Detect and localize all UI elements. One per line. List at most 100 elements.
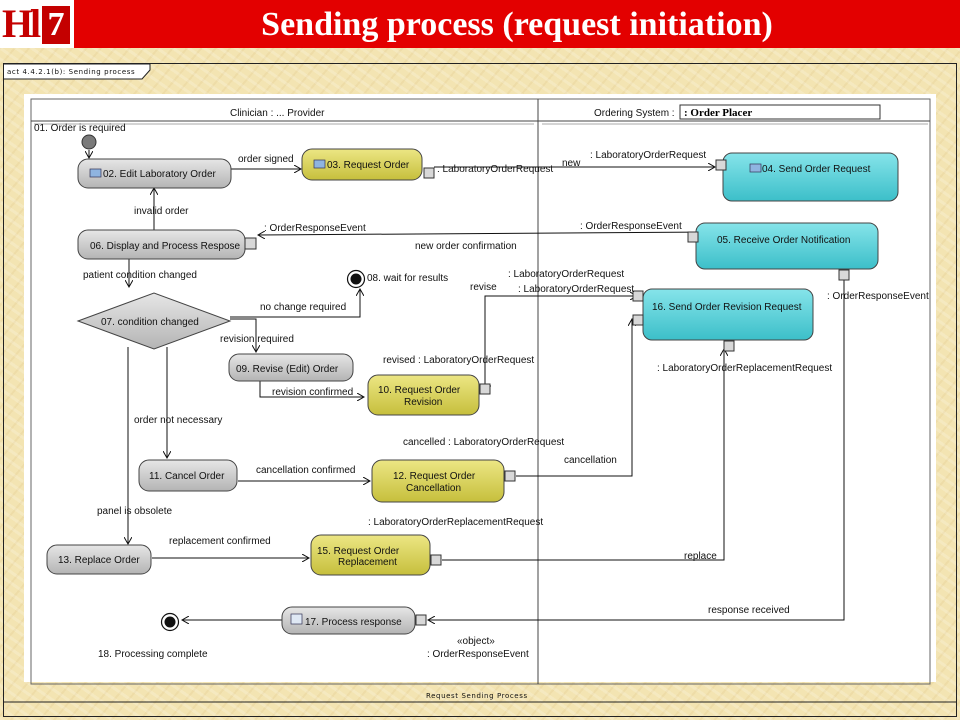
diagram-frame: act 4.4.2.1(b): Sending process Clinicia… [3, 63, 957, 717]
node-07-label: 07. condition changed [101, 317, 199, 328]
output-pin [423, 167, 435, 179]
output-pin [504, 470, 516, 482]
node-11-label: 11. Cancel Order [149, 471, 225, 482]
input-pin [244, 237, 257, 250]
svg-text:Replacement: Replacement [338, 557, 397, 568]
label-patient-condition-changed: patient condition changed [83, 270, 197, 281]
node-02-label: 02. Edit Laboratory Order [103, 169, 217, 180]
initial-node [81, 134, 97, 150]
edge-05-06 [258, 232, 716, 235]
edge-09-10 [259, 381, 364, 397]
input-pin [415, 614, 427, 626]
input-pin [723, 340, 735, 352]
accept-event-icon [290, 613, 303, 625]
node-15-label: 15. Request Order [317, 546, 400, 557]
frame-tab [4, 64, 151, 80]
lane-title-clinician: Clinician : ... Provider [230, 108, 325, 119]
input-pin [632, 314, 644, 326]
node-18-label: 18. Processing complete [98, 649, 208, 660]
label-new-order-confirmation: new order confirmation [415, 241, 517, 252]
node-13-replace-order[interactable] [46, 544, 152, 575]
node-16-send-order-revision-request[interactable] [642, 288, 814, 341]
label-cancelled: cancelled : LaboratoryOrderRequest [403, 437, 564, 448]
label-replacement-confirmed: replacement confirmed [169, 536, 271, 547]
label-new: new [562, 158, 581, 169]
node-16-label: 16. Send Order Revision Request [652, 302, 802, 313]
node-04-label: 04. Send Order Request [762, 164, 871, 175]
swimlane-border [30, 98, 931, 685]
node-05-label: 05. Receive Order Notification [717, 235, 850, 246]
node-13-label: 13. Replace Order [58, 555, 140, 566]
node-10-label: 10. Request Order [378, 385, 461, 396]
pin-label-lor-03: : LaboratoryOrderRequest [437, 164, 553, 175]
label-invalid-order: invalid order [134, 206, 189, 217]
label-revise: revise [470, 282, 497, 293]
node-01-label: 01. Order is required [34, 123, 126, 134]
label-ore-16: : OrderResponseEvent [827, 291, 929, 302]
label-response-received: response received [708, 605, 790, 616]
edge-07-09 [230, 318, 256, 352]
edge-15-16 [442, 349, 724, 561]
svg-text:Revision: Revision [404, 397, 442, 408]
node-17-process-response[interactable] [281, 606, 416, 635]
label-no-change-required: no change required [260, 302, 346, 313]
label-lor-16a: : LaboratoryOrderRequest [508, 269, 624, 280]
label-object-stereotype: «object» [457, 636, 495, 647]
activity-diagram: act 4.4.2.1(b): Sending process Clinicia… [4, 64, 956, 703]
label-revision-confirmed: revision confirmed [272, 387, 353, 398]
output-pin [687, 231, 699, 243]
output-pin [430, 554, 442, 566]
node-03-label: 03. Request Order [327, 160, 410, 171]
label-lor-16b: : LaboratoryOrderRequest [518, 284, 634, 295]
input-pin [715, 159, 727, 171]
output-pin [838, 269, 850, 281]
call-behavior-icon [313, 159, 326, 169]
node-07-decision[interactable] [76, 292, 232, 350]
node-12-label: 12. Request Order [393, 471, 476, 482]
node-08-label: 08. wait for results [367, 273, 448, 284]
edge-07-08 [230, 289, 360, 318]
label-order-not-necessary: order not necessary [134, 415, 222, 426]
output-pin [479, 383, 491, 395]
call-behavior-icon [89, 168, 102, 178]
order-placer-box [679, 104, 881, 120]
label-panel-obsolete: panel is obsolete [97, 506, 172, 517]
node-12-request-order-cancellation[interactable] [371, 459, 505, 503]
node-15-request-order-replacement[interactable] [310, 534, 431, 576]
page-title: Sending process (request initiation) [261, 6, 773, 43]
node-02-edit-laboratory-order[interactable] [77, 158, 232, 189]
node-05-receive-order-notification[interactable] [695, 222, 879, 270]
edges [89, 150, 845, 620]
node-10-request-order-revision[interactable] [367, 374, 480, 416]
lane-title-ordering: Ordering System : [594, 108, 675, 119]
label-lorr-16: : LaboratoryOrderReplacementRequest [657, 363, 832, 374]
node-03-request-order[interactable] [301, 148, 423, 181]
node-09-revise-order[interactable] [228, 353, 354, 382]
node-11-cancel-order[interactable] [138, 459, 238, 492]
label-replace: replace [684, 551, 717, 562]
edge-12-16 [516, 319, 632, 477]
label-order-signed: order signed [238, 154, 294, 165]
label-revision-required: revision required [220, 334, 294, 345]
label-cancellation: cancellation [564, 455, 617, 466]
label-lor-04: : LaboratoryOrderRequest [590, 150, 706, 161]
node-17-label: 17. Process response [305, 617, 402, 628]
node-04-send-order-request[interactable] [722, 152, 899, 202]
label-revised: revised : LaboratoryOrderRequest [383, 355, 534, 366]
footer-label: Request Sending Process [426, 692, 528, 700]
input-pin [632, 290, 644, 302]
label-lorr-15: : LaboratoryOrderReplacementRequest [368, 517, 543, 528]
order-placer-label: : Order Placer [684, 107, 752, 119]
frame-label: act 4.4.2.1(b): Sending process [7, 68, 135, 76]
label-cancellation-confirmed: cancellation confirmed [256, 465, 356, 476]
call-behavior-icon [749, 163, 762, 173]
node-06-label: 06. Display and Process Respose [90, 241, 241, 252]
label-ore-05: : OrderResponseEvent [580, 221, 682, 232]
label-object-ore: : OrderResponseEvent [427, 649, 529, 660]
svg-text:Cancellation: Cancellation [406, 483, 461, 494]
node-09-label: 09. Revise (Edit) Order [236, 364, 339, 375]
edge-05-17 [428, 278, 845, 620]
label-ore-06: : OrderResponseEvent [264, 223, 366, 234]
